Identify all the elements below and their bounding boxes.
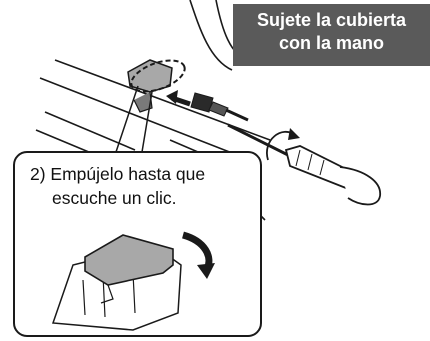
detail-cover [84, 234, 174, 286]
callout-line-1: Sujete la cubierta [256, 10, 407, 30]
step-instruction: 2) Empújelo hasta que escuche un clic. [30, 162, 245, 210]
callout-line-2: con la mano [278, 33, 385, 53]
push-arrow-icon [181, 231, 215, 279]
instruction-callout: Sujete la cubierta con la mano [233, 4, 430, 66]
step-line-2: escuche un clic. [52, 188, 177, 208]
connector-plug [190, 92, 249, 122]
detail-illustration [51, 231, 215, 331]
highlight-ellipse [130, 59, 186, 93]
cover-top [127, 59, 186, 113]
screwdriver-illustration [227, 123, 381, 206]
insert-arrow [166, 90, 191, 107]
pointer-lines [115, 85, 153, 153]
step-line-1: 2) Empújelo hasta que [30, 164, 206, 184]
